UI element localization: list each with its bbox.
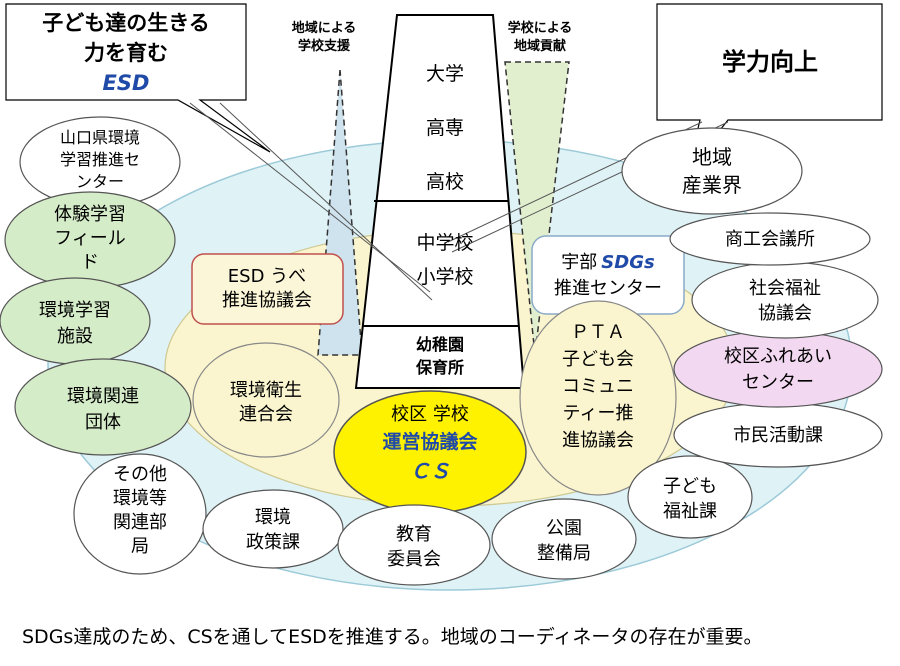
esd-callout-line3: ESD bbox=[103, 71, 150, 95]
policy-line2: 政策課 bbox=[246, 532, 300, 553]
esd-callout-line1: 子ども達の生きる bbox=[42, 11, 210, 35]
groups-line1: 環境関連 bbox=[67, 386, 139, 407]
experience-line1: 体験学習 bbox=[54, 204, 126, 225]
pta-line1: ＰＴＡ bbox=[571, 322, 625, 343]
academic-callout-label: 学力向上 bbox=[722, 48, 818, 76]
esd-ube-line1: ESD うべ bbox=[228, 266, 306, 287]
esd-callout-line2: 力を育む bbox=[84, 41, 168, 65]
social-welfare-line1: 社会福祉 bbox=[749, 278, 821, 299]
other-bubble bbox=[73, 453, 207, 575]
chamber-line1: 商工会議所 bbox=[725, 229, 815, 250]
other-line1: その他 bbox=[113, 464, 167, 485]
other-line2: 環境等 bbox=[113, 488, 167, 509]
hygiene-line1: 環境衛生 bbox=[230, 380, 302, 401]
parks-bubble bbox=[491, 498, 637, 580]
esd-ube-line2: 推進協議会 bbox=[222, 290, 312, 311]
yamaguchi-line3: ンター bbox=[76, 172, 124, 191]
sdgs-line2: 推進センター bbox=[554, 278, 662, 299]
education-line1: 教育 bbox=[396, 524, 432, 545]
groups-line2: 団体 bbox=[85, 412, 121, 433]
yamaguchi-line2: 学習推進セ bbox=[60, 150, 140, 169]
experience-line3: ド bbox=[81, 252, 99, 273]
experience-line2: フィール bbox=[54, 228, 126, 249]
pta-line3: コミュニ bbox=[562, 376, 634, 397]
yamaguchi-line1: 山口県環境 bbox=[60, 128, 140, 147]
pta-line2: 子ども会 bbox=[562, 349, 634, 370]
esd-callout-box bbox=[5, 3, 271, 153]
right-contribution-wedge bbox=[504, 61, 570, 356]
tower-juniorhigh: 中学校 bbox=[416, 232, 473, 254]
pta-line4: ティー推 bbox=[563, 403, 634, 424]
right-wedge-line1: 学校による bbox=[508, 20, 573, 36]
social-welfare-line2: 協議会 bbox=[758, 303, 812, 324]
tower-highschool: 高校 bbox=[426, 171, 464, 193]
facility-bubble bbox=[0, 277, 151, 365]
pta-bubble bbox=[519, 300, 677, 496]
tower-college: 高専 bbox=[426, 117, 464, 139]
right-wedge-line2: 地域貢献 bbox=[514, 38, 566, 54]
groups-bubble bbox=[14, 358, 192, 456]
community-line2: センター bbox=[742, 372, 814, 393]
hygiene-line2: 連合会 bbox=[239, 404, 293, 425]
industry-bubble bbox=[621, 127, 803, 215]
tower-kinder2: 保育所 bbox=[415, 358, 464, 377]
tower-kinder1: 幼稚園 bbox=[416, 335, 464, 354]
community-line1: 校区ふれあい bbox=[724, 346, 832, 367]
left-wedge-line1: 地域による bbox=[292, 20, 357, 36]
left-wedge-line2: 学校支援 bbox=[298, 38, 351, 54]
child-welfare-line2: 福祉課 bbox=[663, 501, 717, 522]
child-welfare-bubble bbox=[627, 455, 753, 539]
cs-line3: ＣＳ bbox=[410, 459, 450, 483]
community-bubble bbox=[673, 330, 883, 408]
tower-elementary: 小学校 bbox=[416, 266, 473, 288]
esd-ube-box bbox=[191, 253, 344, 325]
esd-pointer-line-b bbox=[219, 102, 433, 301]
facility-line2: 施設 bbox=[57, 326, 93, 347]
parks-line2: 整備局 bbox=[537, 543, 591, 564]
policy-line1: 環境 bbox=[255, 507, 291, 528]
civic-line1: 市民活動課 bbox=[733, 425, 823, 446]
cs-line1: 校区 学校 bbox=[391, 404, 469, 425]
child-welfare-line1: 子ども bbox=[663, 476, 717, 497]
education-bubble bbox=[337, 504, 491, 586]
facility-line1: 環境学習 bbox=[39, 300, 111, 321]
other-line3: 関連部 bbox=[113, 512, 167, 533]
tower-university: 大学 bbox=[426, 63, 464, 85]
hygiene-bubble bbox=[192, 342, 340, 458]
parks-line1: 公園 bbox=[546, 518, 582, 539]
other-line4: 局 bbox=[131, 536, 149, 557]
chamber-bubble bbox=[669, 212, 871, 266]
pta-line5: 進協議会 bbox=[562, 430, 634, 451]
diagram-caption: SDGs達成のため、CSを通してESDを推進する。地域のコーディネータの存在が重… bbox=[22, 626, 763, 648]
social-welfare-bubble bbox=[691, 261, 879, 339]
cs-line2: 運営協議会 bbox=[382, 430, 477, 453]
policy-bubble bbox=[202, 489, 344, 569]
industry-line2: 産業界 bbox=[682, 173, 742, 197]
education-line2: 委員会 bbox=[387, 549, 441, 570]
industry-line1: 地域 bbox=[692, 145, 732, 169]
